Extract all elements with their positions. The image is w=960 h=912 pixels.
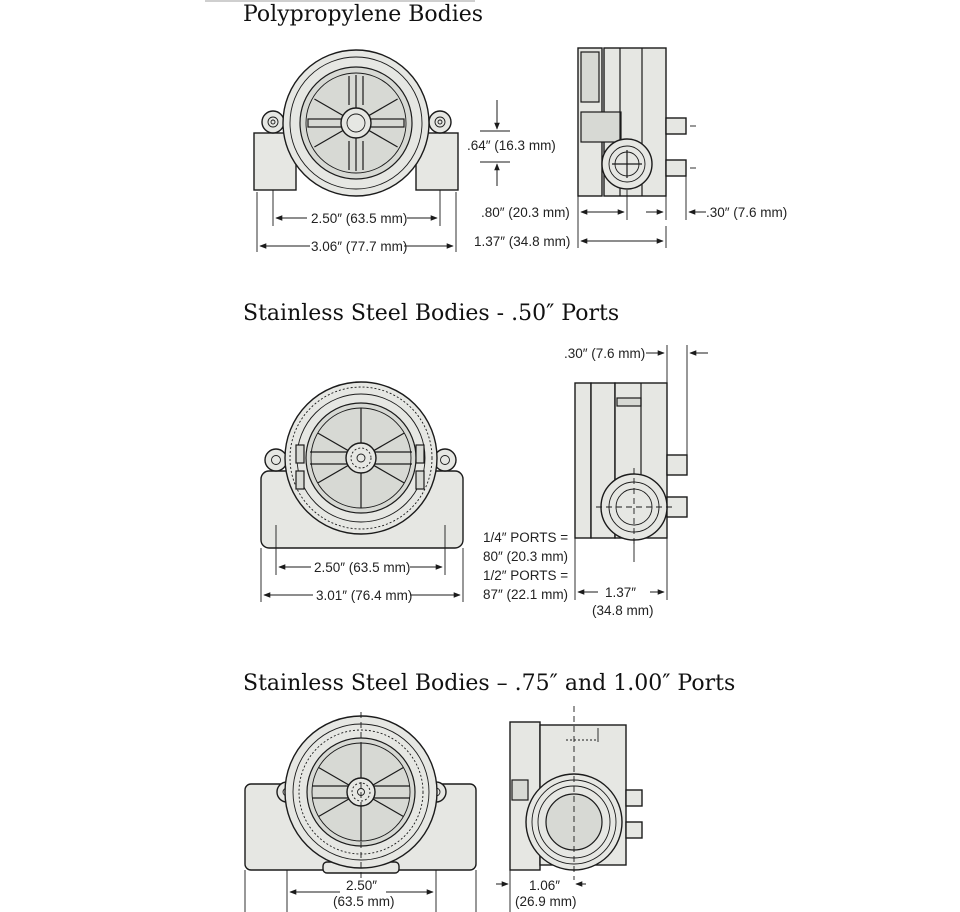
dim-label-depth-inch-75: 1.06″ xyxy=(529,878,560,893)
polypropylene-side-view xyxy=(577,47,700,197)
stainless-75-side-view xyxy=(509,706,643,880)
dim-label-quarter-ports: 1/4″ PORTS = xyxy=(483,530,568,545)
dim-label-overall-width: 3.06″ (77.7 mm) xyxy=(311,239,407,254)
dim-label-center-depth: .80″ (20.3 mm) xyxy=(481,205,570,220)
dim-label-port-length-50: .30″ (7.6 mm) xyxy=(564,346,645,361)
dim-label-inner-width-inch-75: 2.50″ xyxy=(346,878,377,893)
dim-label-overall-width-50: 3.01″ (76.4 mm) xyxy=(316,588,412,603)
dim-label-depth-inch-50: 1.37″ xyxy=(605,585,636,600)
section-title-stainless-75-100: Stainless Steel Bodies – .75″ and 1.00″ … xyxy=(243,671,735,696)
section-title-stainless-50: Stainless Steel Bodies - .50″ Ports xyxy=(243,301,619,326)
dim-label-overall-depth: 1.37″ (34.8 mm) xyxy=(474,234,570,249)
dim-label-height-offset: .64″ (16.3 mm) xyxy=(467,138,556,153)
dim-label-inner-width-mm-75: (63.5 mm) xyxy=(333,894,395,909)
dim-label-inner-width: 2.50″ (63.5 mm) xyxy=(311,211,407,226)
stainless-75-front-view xyxy=(244,712,477,880)
dim-label-depth-mm-50: (34.8 mm) xyxy=(592,603,654,618)
dim-value-quarter-ports: 80″ (20.3 mm) xyxy=(483,549,568,564)
stainless-50-side-view xyxy=(574,382,688,545)
polypropylene-front-view xyxy=(253,49,459,197)
section-title-polypropylene: Polypropylene Bodies xyxy=(243,2,483,27)
stainless-75-dimension-lines xyxy=(244,870,586,912)
polypropylene-dimension-lines xyxy=(256,100,706,252)
dim-label-depth-mm-75: (26.9 mm) xyxy=(515,894,577,909)
dim-label-port-length: .30″ (7.6 mm) xyxy=(706,205,787,220)
dim-label-inner-width-50: 2.50″ (63.5 mm) xyxy=(314,560,410,575)
stainless-50-dimension-lines xyxy=(260,345,708,602)
dim-label-half-ports: 1/2″ PORTS = xyxy=(483,568,568,583)
stainless-50-front-view xyxy=(260,381,464,549)
dim-value-half-ports: 87″ (22.1 mm) xyxy=(483,587,568,602)
